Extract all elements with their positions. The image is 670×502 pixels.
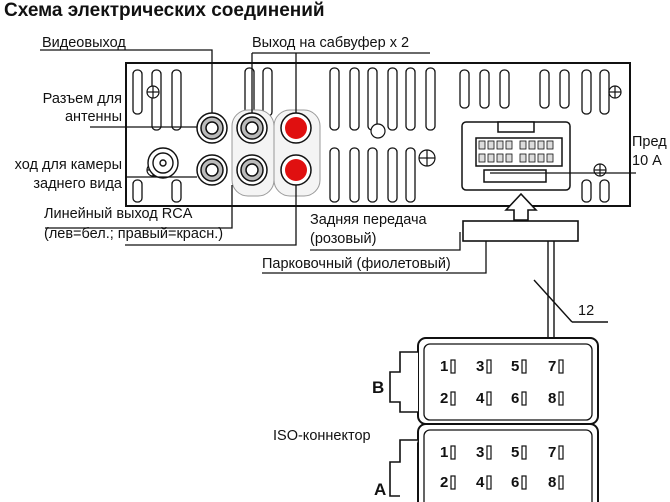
label-camera-2: заднего вида: [33, 176, 122, 192]
connector-a-pin: 7: [548, 444, 557, 461]
harness-cable: [533, 241, 608, 340]
label-reverse-2: (розовый): [310, 231, 377, 247]
label-rca-2: (лев=бел.; правый=красн.): [44, 226, 224, 242]
connector-b-pin: 6: [511, 390, 520, 407]
left-vents: [132, 69, 182, 203]
label-subwoofer-out: Выход на сабвуфер х 2: [252, 35, 410, 51]
page-title: Схема электрических соединений: [4, 0, 325, 21]
label-video-out: Видеовыход: [42, 35, 126, 51]
arrow-up-icon: [504, 192, 538, 221]
label-iso: ISO-коннектор: [273, 428, 371, 444]
connector-a-pin: 8: [548, 474, 557, 491]
connector-a-pin: 6: [511, 474, 520, 491]
connector-a-pin: 4: [476, 474, 485, 491]
connector-b-pin: 7: [548, 358, 557, 375]
right-vents: [459, 69, 610, 203]
label-camera-1: ход для камеры: [14, 157, 122, 173]
connector-b-pin: 4: [476, 390, 485, 407]
harness-pins: [478, 140, 554, 163]
connector-a-pin: 3: [476, 444, 485, 461]
connector-a-pin: 2: [440, 474, 449, 491]
iso-connector-a: [389, 423, 599, 502]
label-reverse-1: Задняя передача: [310, 212, 427, 228]
connector-b-pin: 3: [476, 358, 485, 375]
harness-plug: [462, 220, 579, 242]
label-wire-count: 12: [578, 303, 595, 319]
connector-a-letter: A: [374, 480, 387, 499]
label-antenna-1: Разъем для: [42, 91, 122, 107]
connector-b-pin: 5: [511, 358, 520, 375]
connector-b-pin: 2: [440, 390, 449, 407]
connector-b-pin: 8: [548, 390, 557, 407]
iso-connector-b: [389, 337, 599, 425]
label-parking: Парковочный (фиолетовый): [262, 256, 451, 272]
label-fuse-2: 10 А: [632, 153, 662, 169]
label-fuse-1: Пред: [632, 134, 667, 150]
connector-a-pin: 1: [440, 444, 449, 461]
label-rca-1: Линейный выход RCA: [44, 206, 193, 222]
connector-b-letter: B: [372, 378, 385, 397]
connector-a-pin: 5: [511, 444, 520, 461]
connector-b-pin: 1: [440, 358, 449, 375]
rca-jacks: [196, 112, 312, 186]
antenna-jack-icon: [147, 147, 179, 179]
label-antenna-2: антенны: [64, 109, 122, 125]
callout-lines: [40, 49, 636, 274]
